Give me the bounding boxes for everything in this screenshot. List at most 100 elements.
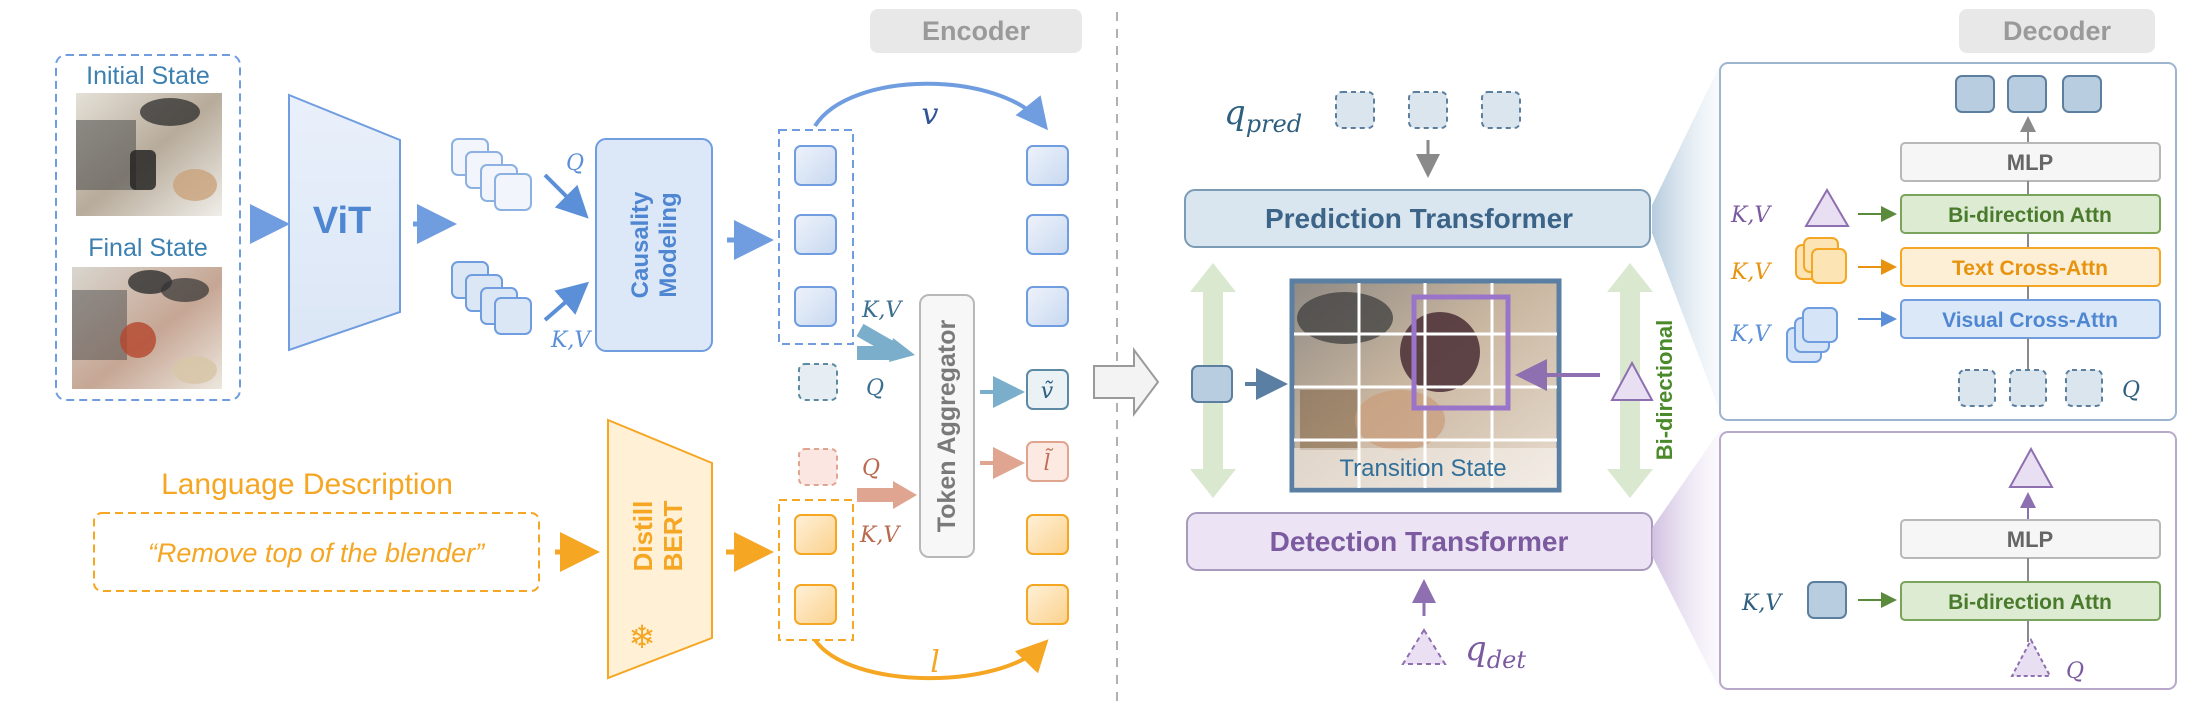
token-stack-lower xyxy=(451,261,532,335)
distilbert-block xyxy=(607,418,713,680)
kv2-label: K,V xyxy=(1730,260,1772,285)
token-stack-upper xyxy=(451,138,532,211)
output-text-token-1 xyxy=(1026,514,1069,555)
text-query-token xyxy=(798,448,838,486)
bottom-q-label: Q xyxy=(2066,659,2084,684)
q-top-label: Q xyxy=(866,376,884,401)
top-query-token-3 xyxy=(2065,369,2103,407)
encoder-header-box xyxy=(870,9,1082,53)
l-tilde-token xyxy=(1026,441,1069,482)
top-visual-attn-label: Visual Cross-Attn xyxy=(1942,309,2118,332)
bottom-kv-token xyxy=(1807,581,1847,619)
final-state-label: Final State xyxy=(88,234,208,262)
distilbert-label-line2: BERT xyxy=(658,500,688,571)
visual-query-token xyxy=(798,363,838,401)
bottom-mlp-label: MLP xyxy=(2007,527,2053,552)
bottom-bi-attn-block xyxy=(1900,581,2161,621)
top-query-token-2 xyxy=(2009,369,2047,407)
output-visual-token-2 xyxy=(1026,214,1069,255)
pred-query-token-1 xyxy=(1335,91,1375,129)
visual-token-2 xyxy=(794,214,837,255)
det-output-triangle xyxy=(2008,446,2054,488)
pred-output-token-1 xyxy=(1955,75,1995,113)
bottom-bi-attn-label: Bi-direction Attn xyxy=(1948,591,2112,614)
kv1-label: K,V xyxy=(1730,203,1772,228)
transition-state-label: Transition State xyxy=(1339,455,1506,482)
text-token-2 xyxy=(794,584,837,625)
arrow-q-to-causality xyxy=(543,173,589,219)
bottom-kv-label: K,V xyxy=(1741,591,1783,616)
top-query-token-1 xyxy=(1958,369,1996,407)
state-query-token xyxy=(1191,365,1233,403)
output-visual-token-1 xyxy=(1026,145,1069,186)
top-text-attn-block xyxy=(1900,247,2161,287)
visual-tokens-group xyxy=(778,129,854,345)
top-bi-attn-label: Bi-direction Attn xyxy=(1948,204,2112,227)
det-query-triangle xyxy=(1401,628,1447,665)
pred-output-token-3 xyxy=(2062,75,2102,113)
text-token-1 xyxy=(794,514,837,555)
decoder-header-box xyxy=(1959,9,2155,53)
arrow-kv-to-causality xyxy=(543,281,590,322)
token-aggregator-block xyxy=(919,294,975,558)
final-state-image xyxy=(72,267,222,389)
predicted-box xyxy=(1411,294,1511,411)
l-skip-arrow xyxy=(813,638,1049,681)
l-label: l xyxy=(930,645,940,680)
kv3-token-stack xyxy=(1786,307,1838,363)
bottom-query-triangle xyxy=(2010,637,2052,677)
q-pred-label: qpred xyxy=(1224,93,1302,138)
causality-label-line1: Causality xyxy=(627,191,654,298)
bottom-mlp-block xyxy=(1900,519,2161,559)
causality-label-line2: Modeling xyxy=(655,192,682,297)
detection-triangle xyxy=(1610,360,1654,401)
pred-query-token-2 xyxy=(1408,91,1448,129)
q-label: Q xyxy=(566,151,584,176)
bidirectional-label: Bi-directional xyxy=(1652,320,1677,461)
initial-state-image xyxy=(76,93,222,216)
output-visual-token-3 xyxy=(1026,286,1069,327)
decoder-section: Decoder qpred Prediction Transformer Bi-… xyxy=(1184,9,2177,690)
language-description-title: Language Description xyxy=(161,468,453,501)
detection-transformer-label: Detection Transformer xyxy=(1270,526,1569,557)
v-skip-arrow xyxy=(813,81,1048,131)
vit-block xyxy=(288,93,401,352)
prediction-detail-panel xyxy=(1719,62,2177,421)
language-description-text: “Remove top of the blender” xyxy=(148,538,485,568)
q-det-label: qdet xyxy=(1465,629,1526,674)
q-bottom-label: Q xyxy=(862,456,880,481)
v-label: v xyxy=(922,97,939,132)
prediction-transformer-block[interactable] xyxy=(1184,189,1651,248)
encoder-header: Encoder xyxy=(922,16,1031,46)
top-q-label: Q xyxy=(2122,378,2140,403)
vit-label: ViT xyxy=(313,200,371,242)
snowflake-icon: ❄ xyxy=(629,619,656,655)
top-mlp-label: MLP xyxy=(2007,150,2053,175)
l-tilde-label: l̃ xyxy=(1043,449,1054,476)
kv3-label: K,V xyxy=(1730,322,1772,347)
kv2-token-stack xyxy=(1795,237,1847,284)
top-bi-attn-block xyxy=(1900,194,2161,234)
token-aggregator-label: Token Aggregator xyxy=(933,319,961,532)
v-tilde-label: ṽ xyxy=(1041,379,1054,404)
kv1-triangle xyxy=(1804,188,1850,227)
pred-output-token-2 xyxy=(2007,75,2047,113)
output-text-token-2 xyxy=(1026,584,1069,625)
language-description-box xyxy=(93,512,540,592)
visual-token-1 xyxy=(794,145,837,186)
state-images-container xyxy=(55,54,241,401)
initial-state-label: Initial State xyxy=(86,62,210,90)
detection-detail-connector xyxy=(1652,430,1720,690)
pred-query-token-3 xyxy=(1481,91,1521,129)
detection-detail-panel xyxy=(1719,431,2177,690)
prediction-transformer-label: Prediction Transformer xyxy=(1265,203,1573,234)
decoder-header: Decoder xyxy=(2003,16,2112,46)
transition-state-image xyxy=(1289,278,1562,493)
top-text-attn-label: Text Cross-Attn xyxy=(1952,257,2108,280)
encoder-to-decoder-arrow xyxy=(1093,347,1160,417)
encoder-section: Encoder Initial State Final State ViT xyxy=(55,9,1082,681)
v-tilde-token xyxy=(1026,369,1069,410)
visual-token-3 xyxy=(794,286,837,327)
top-visual-attn-block xyxy=(1900,299,2161,339)
